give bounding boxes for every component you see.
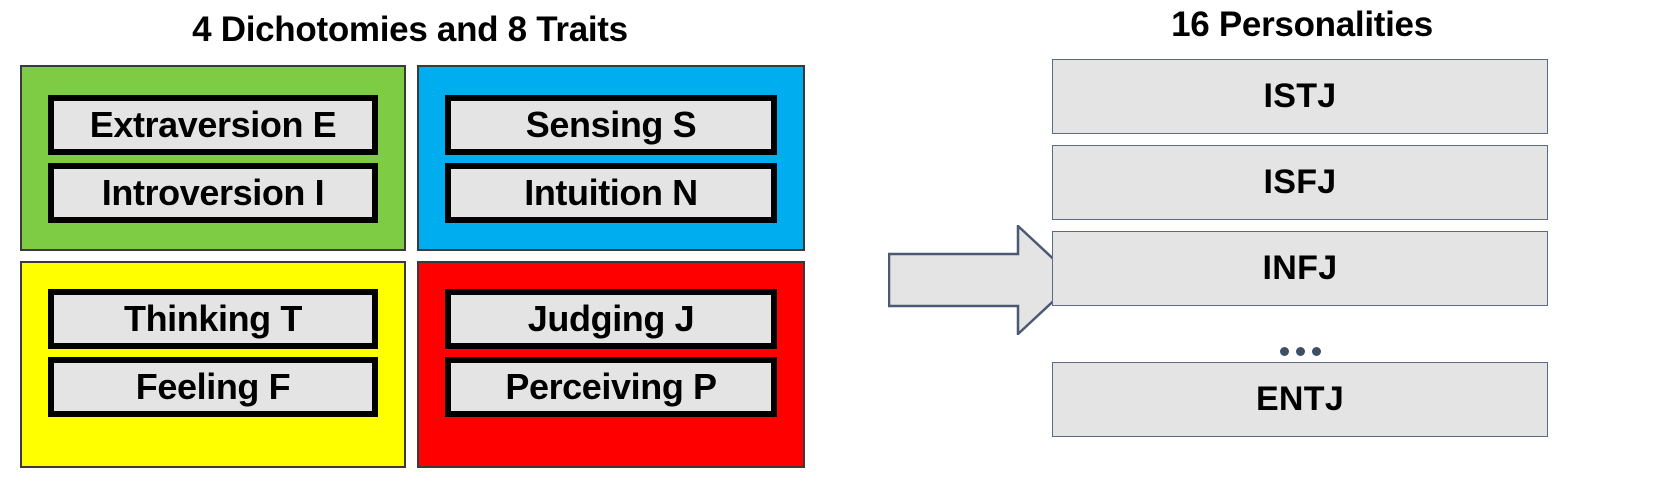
trait-box-feeling[interactable]: Feeling F — [48, 357, 378, 417]
trait-box-judging[interactable]: Judging J — [445, 289, 777, 349]
personality-type-isfj[interactable]: ISFJ — [1052, 145, 1548, 220]
trait-group-information: Sensing S Intuition N — [445, 95, 777, 223]
personalities-title: 16 Personalities — [1171, 5, 1433, 44]
trait-group-energy: Extraversion E Introversion I — [48, 95, 378, 223]
trait-box-intuition[interactable]: Intuition N — [445, 163, 777, 223]
dichotomies-panel: 4 Dichotomies and 8 Traits Extraversion … — [20, 10, 805, 468]
trait-box-extraversion[interactable]: Extraversion E — [48, 95, 378, 155]
dichotomy-card-decisions[interactable]: Thinking T Feeling F — [20, 261, 406, 468]
trait-box-introversion[interactable]: Introversion I — [48, 163, 378, 223]
trait-box-sensing[interactable]: Sensing S — [445, 95, 777, 155]
trait-group-decisions: Thinking T Feeling F — [48, 289, 378, 417]
ellipsis-indicator — [1052, 317, 1548, 358]
trait-box-perceiving[interactable]: Perceiving P — [445, 357, 777, 417]
ellipsis-dots-icon — [1279, 347, 1321, 356]
trait-group-structure: Judging J Perceiving P — [445, 289, 777, 417]
right-arrow-icon — [887, 223, 1078, 337]
dichotomy-card-energy[interactable]: Extraversion E Introversion I — [20, 65, 406, 251]
personality-type-istj[interactable]: ISTJ — [1052, 59, 1548, 134]
dichotomy-card-structure[interactable]: Judging J Perceiving P — [417, 261, 805, 468]
personality-type-entj[interactable]: ENTJ — [1052, 362, 1548, 437]
trait-box-thinking[interactable]: Thinking T — [48, 289, 378, 349]
personality-type-infj[interactable]: INFJ — [1052, 231, 1548, 306]
personality-type-list: ISTJ ISFJ INFJ ENTJ — [1052, 59, 1548, 448]
personalities-panel: 16 Personalities ISTJ ISFJ INFJ ENTJ — [1045, 0, 1660, 492]
dichotomy-card-information[interactable]: Sensing S Intuition N — [417, 65, 805, 251]
dichotomies-title: 4 Dichotomies and 8 Traits — [192, 10, 628, 49]
